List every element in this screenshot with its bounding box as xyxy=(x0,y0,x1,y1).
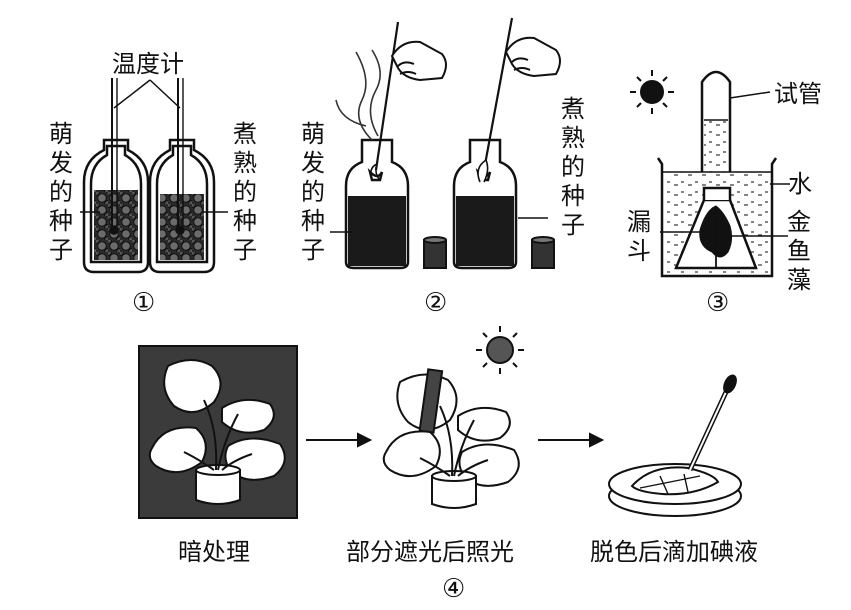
panel1-boiled-seeds-label: 煮熟的种子 xyxy=(233,120,257,264)
panel1-leader-lines xyxy=(80,79,228,213)
panel4-arrow-2 xyxy=(538,432,605,448)
panel3-number: ③ xyxy=(706,288,730,318)
panel3-leader-lines xyxy=(660,91,790,237)
panel3-algae xyxy=(699,205,733,268)
panel4-petri-dish xyxy=(608,463,742,517)
panel4-dropper xyxy=(687,374,737,472)
panel2-smoke xyxy=(335,49,381,141)
panel1-thermos-right xyxy=(148,78,216,274)
panel2-jar-left xyxy=(344,21,410,270)
panel2-leader-lines xyxy=(330,217,548,233)
panel4-number: ④ xyxy=(442,574,466,604)
decolor-iodine-label: 脱色后滴加碘液 xyxy=(590,538,758,566)
panel3-sun xyxy=(630,70,674,114)
panel4-sun xyxy=(476,326,524,374)
panel1-germinating-seeds-label: 萌发的种子 xyxy=(49,120,73,264)
thermometer-label: 温度计 xyxy=(112,50,184,78)
panel2-boiled-seeds-label: 煮熟的种子 xyxy=(561,95,585,239)
panel2-limewater-cups xyxy=(423,236,555,269)
water-label: 水 xyxy=(788,170,812,198)
panel2-number: ② xyxy=(424,288,448,318)
partial-shading-label: 部分遮光后照光 xyxy=(346,538,514,566)
panel1-number: ① xyxy=(132,288,156,318)
panel4-plant-light xyxy=(382,368,520,509)
funnel-label: 漏斗 xyxy=(627,208,651,265)
algae-label: 金鱼藻 xyxy=(787,208,811,294)
panel2-germinating-seeds-label: 萌发的种子 xyxy=(301,120,325,264)
panel2-hand-right xyxy=(504,36,561,78)
dark-treatment-label: 暗处理 xyxy=(178,538,250,566)
panel4-arrow-1 xyxy=(306,432,373,448)
test-tube-label: 试管 xyxy=(774,80,822,108)
panel2-hand-left xyxy=(390,40,447,82)
panel4-plant-dark xyxy=(148,359,286,505)
panel2-jar-right xyxy=(452,17,518,270)
panel1-thermos-left xyxy=(82,78,150,274)
